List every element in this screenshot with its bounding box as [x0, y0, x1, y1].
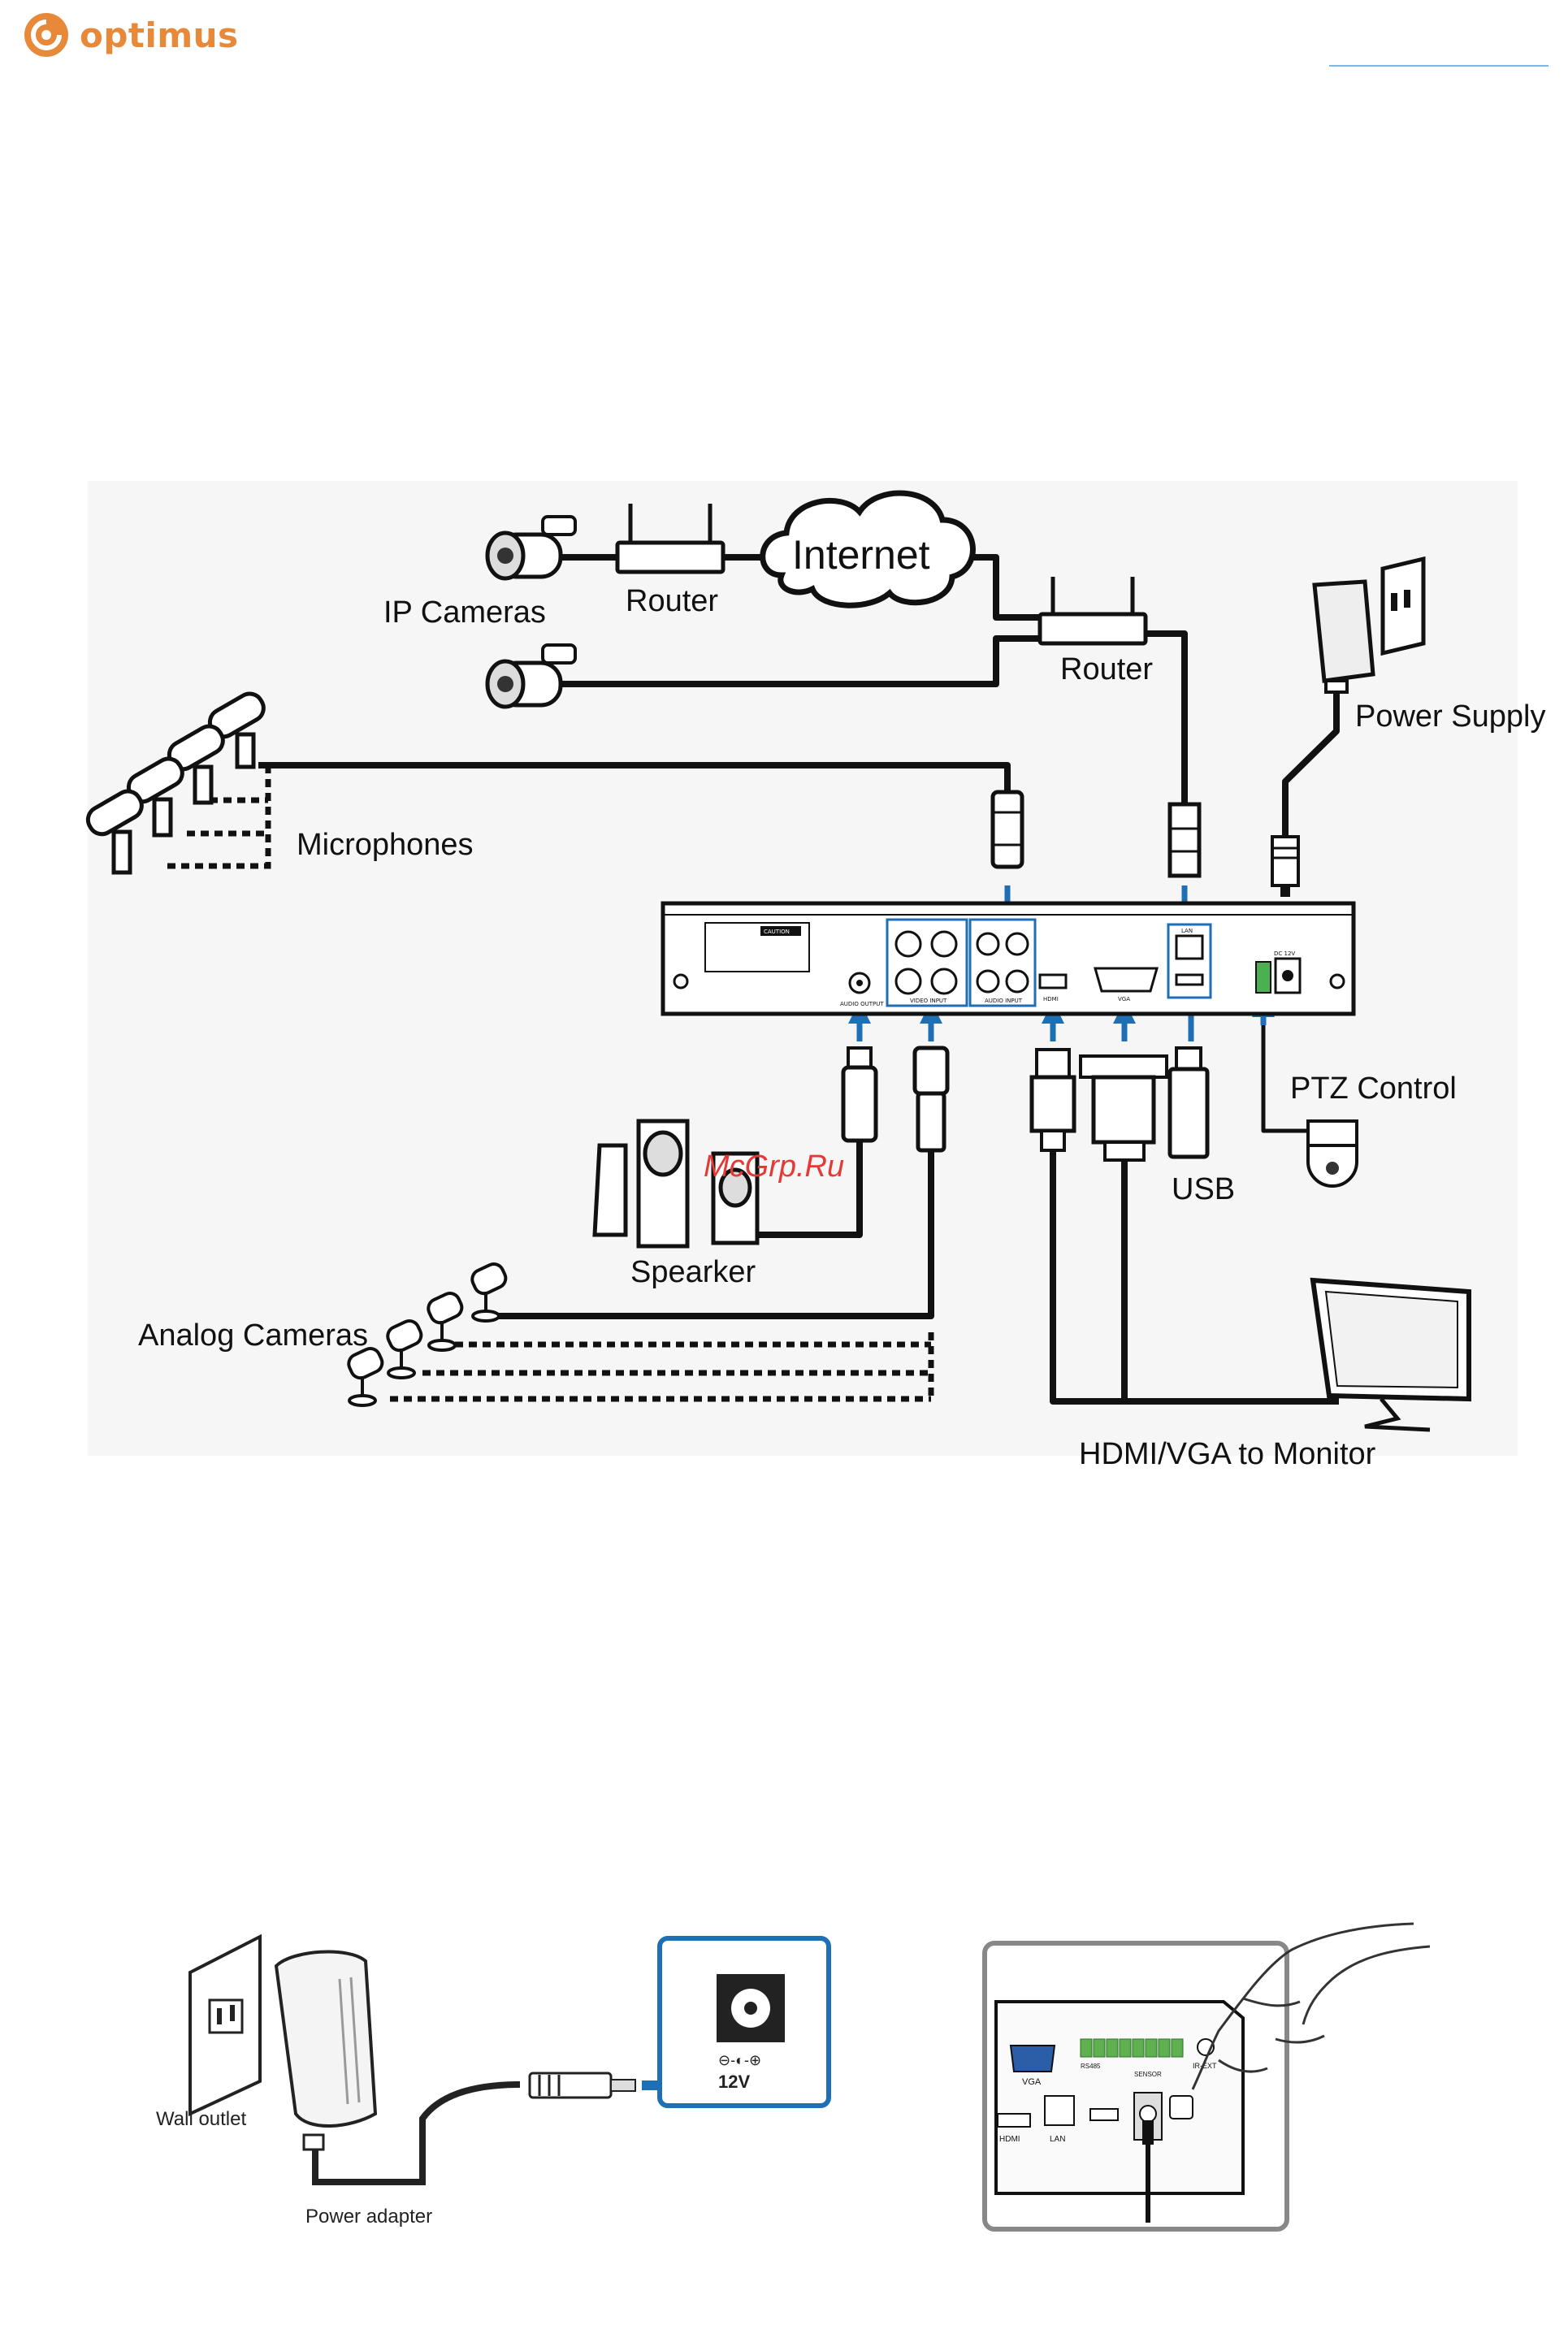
power-adapter-icon: [276, 1952, 375, 2150]
ptz-control-label: PTZ Control: [1290, 1072, 1457, 1106]
voltage-label: 12V: [718, 2072, 750, 2092]
dc-jack-panel: ⊖-◐-⊕ 12V: [660, 1938, 829, 2106]
power-connection-diagram: Wall outlet ⊖-◐-⊕ 12V Power adapter: [0, 1901, 894, 2242]
router-2-label: Router: [1060, 652, 1153, 686]
panel-hdmi-label: HDMI: [999, 2135, 1020, 2144]
power-supply-label: Power Supply: [1355, 699, 1545, 734]
speaker-label: Spearker: [630, 1255, 756, 1289]
panel-caution-label: CAUTION: [764, 929, 790, 935]
ip-cameras-label: IP Cameras: [383, 595, 546, 630]
power-cable-plug-icon: [1142, 2120, 1154, 2145]
panel-rs485-label: RS485: [1081, 2063, 1101, 2070]
ptz-camera-icon: [1308, 1121, 1357, 1186]
analog-cameras-label: Analog Cameras: [138, 1318, 368, 1353]
power-adapter-icon: [1315, 582, 1373, 692]
panel-video-input-label: VIDEO INPUT: [910, 998, 947, 1004]
internet-label: Internet: [792, 532, 930, 578]
panel-audio-output-label: AUDIO OUTPUT: [840, 1001, 884, 1007]
panel-vga-label: VGA: [1118, 996, 1130, 1002]
microphones-label: Microphones: [297, 828, 474, 862]
panel-vga-label: VGA: [1022, 2077, 1042, 2087]
panel-audio-input-label: AUDIO INPUT: [985, 998, 1023, 1004]
usb-stick-icon: [1170, 1048, 1207, 1157]
power-adapter-label: Power adapter: [305, 2206, 432, 2228]
rj45-plug-icon: [1170, 804, 1199, 876]
panel-lan-label: LAN: [1181, 928, 1193, 934]
wall-outlet-icon: [190, 1937, 260, 2114]
dvr-rear-panel: CAUTION AUDIO OUTPUT VIDEO INPUT AUDIO I…: [663, 903, 1354, 1014]
usb-label: USB: [1172, 1172, 1235, 1206]
panel-lan-label: LAN: [1050, 2135, 1065, 2144]
panel-hdmi-label: HDMI: [1043, 996, 1059, 1002]
nvr-rear-panel: VGA RS485 SENSOR IR-EXT HDMI LAN: [996, 2002, 1243, 2193]
watermark: McGrp.Ru: [704, 1150, 844, 1184]
panel-sensor-label: SENSOR: [1134, 2071, 1162, 2078]
dc-plug-icon: [530, 2073, 635, 2098]
bnc-plug-icon: [915, 1048, 947, 1150]
wall-outlet-label: Wall outlet: [156, 2108, 246, 2130]
monitor-label: HDMI/VGA to Monitor: [1079, 1437, 1376, 1471]
power-button-diagram: VGA RS485 SENSOR IR-EXT HDMI LAN: [975, 1901, 1462, 2242]
wall-outlet-icon: [1383, 559, 1423, 653]
polarity-label: ⊖-◐-⊕: [718, 2052, 761, 2068]
rca-plug-icon: [993, 792, 1022, 867]
panel-power-label: DC 12V: [1274, 950, 1295, 957]
router-1-label: Router: [626, 584, 718, 618]
dvr-connection-diagram: Internet Router Router IP Cameras Power …: [0, 0, 1568, 1527]
audio-plug-icon: [843, 1048, 876, 1141]
